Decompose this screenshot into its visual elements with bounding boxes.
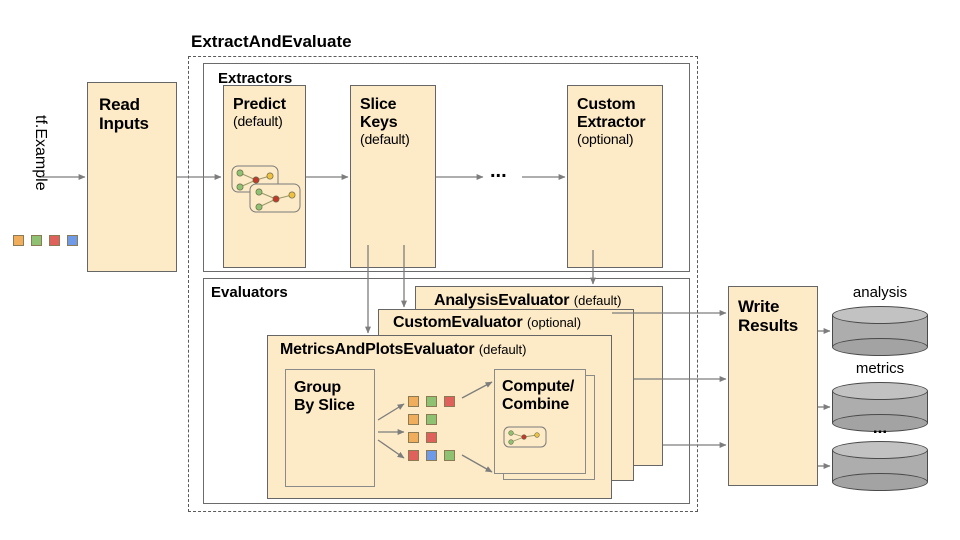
slice-swatch-row (408, 432, 455, 443)
custom-extractor-line2: Extractor (577, 113, 646, 131)
slice-swatch-row (408, 450, 455, 461)
read-inputs-line2: Inputs (99, 114, 149, 134)
predict-graph-icon (231, 165, 301, 213)
cylinder-top (832, 441, 928, 459)
metrics-evaluator-sub: (default) (478, 342, 527, 357)
slice-swatch-grid (408, 396, 455, 461)
predict-sub: (default) (233, 112, 283, 129)
cylinder-bottom (832, 338, 928, 356)
compute-combine-line2: Combine (502, 395, 570, 413)
cylinder-top (832, 306, 928, 324)
extractors-label: Extractors (218, 70, 293, 87)
custom-extractor-line1: Custom (577, 96, 636, 113)
group-by-slice-node[interactable]: Group By Slice (285, 369, 375, 487)
swatch-green (31, 235, 42, 246)
output-store-metrics[interactable] (832, 382, 928, 432)
slice-keys-node[interactable]: Slice Keys (default) (350, 85, 436, 268)
predict-node[interactable]: Predict (default) (223, 85, 306, 268)
group-by-slice-line2: By Slice (294, 396, 355, 414)
cylinder-bottom (832, 414, 928, 432)
output-label-metrics: metrics (855, 360, 905, 377)
swatch-blue (426, 450, 437, 461)
write-results-node[interactable]: Write Results (728, 286, 818, 486)
slice-swatch-row (408, 396, 455, 407)
input-label-wrapper: tf.Example (32, 115, 50, 191)
swatch-red (408, 450, 419, 461)
swatch-red (49, 235, 60, 246)
metrics-evaluator-name: MetricsAndPlotsEvaluator (280, 341, 475, 358)
input-label: tf.Example (32, 115, 49, 191)
write-results-line2: Results (738, 316, 799, 336)
read-inputs-node[interactable]: Read Inputs (87, 82, 177, 272)
swatch-orange (408, 414, 419, 425)
extract-and-evaluate-group (188, 56, 698, 512)
output-label-analysis: analysis (852, 284, 908, 301)
swatch-green (426, 396, 437, 407)
compute-combine-line1: Compute/ (502, 378, 575, 395)
swatch-red (444, 396, 455, 407)
swatch-green (444, 450, 455, 461)
extract-and-evaluate-title: ExtractAndEvaluate (191, 32, 352, 51)
output-store-analysis[interactable] (832, 306, 928, 356)
evaluators-label: Evaluators (211, 284, 288, 301)
cylinder-bottom (832, 473, 928, 491)
swatch-blue (67, 235, 78, 246)
cylinder-top (832, 382, 928, 400)
read-inputs-line1: Read (99, 95, 140, 114)
swatch-orange (408, 396, 419, 407)
slice-keys-line2: Keys (360, 113, 398, 131)
swatch-red (426, 432, 437, 443)
extractors-ellipsis: ... (490, 160, 507, 182)
swatch-green (426, 414, 437, 425)
group-by-slice-line1: Group (294, 379, 341, 396)
output-label-ellipsis: ... (872, 418, 888, 437)
slice-swatch-row (408, 414, 455, 425)
swatch-orange (408, 432, 419, 443)
analysis-evaluator-name: AnalysisEvaluator (434, 292, 570, 309)
slice-keys-line1: Slice (360, 96, 397, 113)
predict-line1: Predict (233, 96, 286, 113)
input-swatches (13, 235, 78, 246)
compute-combine-node[interactable]: Compute/ Combine (494, 369, 586, 474)
swatch-orange (13, 235, 24, 246)
custom-extractor-sub: (optional) (577, 130, 634, 147)
output-store-other[interactable] (832, 441, 928, 491)
analysis-evaluator-sub: (default) (573, 293, 622, 308)
write-results-line1: Write (738, 297, 780, 316)
compute-combine-graph-icon (503, 426, 547, 448)
custom-extractor-node[interactable]: Custom Extractor (optional) (567, 85, 663, 268)
custom-evaluator-name: CustomEvaluator (393, 314, 523, 331)
custom-evaluator-sub: (optional) (526, 315, 582, 330)
slice-keys-sub: (default) (360, 130, 410, 147)
